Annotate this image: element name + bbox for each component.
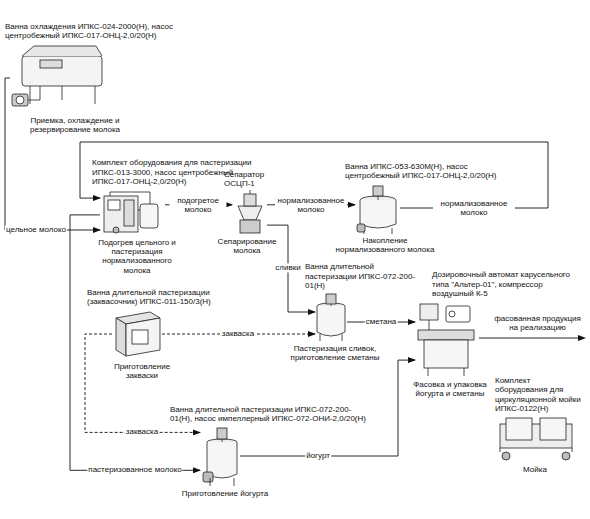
equipment-station: Комплект оборудования для пастеризации И… [100, 188, 165, 236]
output-label: фасованная продукция на реализацию [490, 314, 585, 332]
process-name: Подогрев цельного и пастеризация нормали… [92, 238, 182, 275]
equipment-name: Ванна длительной пастеризации ИПКС-072-2… [305, 262, 425, 290]
flow-label: закваска [221, 329, 255, 338]
process-name: Пастеризация сливок, приготовление смета… [280, 344, 390, 362]
process-name: Накопление нормализованного молока [330, 236, 440, 254]
equipment-name: Ванна длительной пастеризации ИПКС-072-2… [170, 405, 370, 423]
flow-label: подогретое молоко [170, 196, 227, 214]
equipment-name: Дозировочный автомат карусельного типа "… [432, 270, 582, 298]
equipment-station: Сепаратор ОСЦП-1Сепарирование молока [232, 190, 267, 235]
flow-label: цельное молоко [5, 225, 67, 234]
equipment-station: Ванна охлаждения ИПКС-024-2000(Н), насос… [10, 42, 110, 114]
flow-arrow [70, 215, 200, 470]
equipment-station: Ванна ИПКС-053-630М(Н), насос центробежн… [355, 182, 400, 234]
process-name: Мойка [495, 465, 575, 474]
equipment-station: Дозировочный автомат карусельного типа "… [415, 300, 477, 378]
process-name: Приготовление йогурта [180, 489, 270, 498]
equipment-station: Ванна длительной пастеризации ИПКС-072-2… [315, 292, 347, 342]
flow-label: нормализованное молоко [275, 196, 347, 214]
process-name: Приемка, охлаждение и резервирование мол… [10, 116, 140, 134]
flow-label: нормализованное молоко [433, 199, 515, 217]
flow-label: закваска [125, 427, 159, 436]
flow-label: пастеризованное молоко [87, 465, 182, 474]
equipment-name: Ванна длительной пастеризации (заквасочн… [87, 288, 237, 306]
equipment-station: Ванна длительной пастеризации (заквасочн… [112, 308, 162, 360]
equipment-name: Сепаратор ОСЦП-1 [224, 170, 284, 188]
process-name: Приготовление закваски [102, 362, 182, 380]
equipment-station: Ванна длительной пастеризации ИПКС-072-2… [200, 425, 240, 487]
flow-label: сливки [274, 263, 301, 272]
process-name: Сепарирование молока [217, 237, 277, 255]
equipment-station: Комплект оборудования для циркуляционной… [495, 415, 575, 463]
flow-label: сметана [365, 317, 398, 326]
equipment-name: Ванна охлаждения ИПКС-024-2000(Н), насос… [5, 22, 195, 40]
equipment-name: Ванна ИПКС-053-630М(Н), насос центробежн… [345, 162, 520, 180]
process-name: Фасовка и упаковка йогурта и сметаны [410, 380, 490, 398]
flow-label: йогурт [305, 451, 331, 460]
equipment-name: Комплект оборудования для циркуляционной… [495, 376, 585, 413]
flow-arrow [5, 78, 100, 230]
